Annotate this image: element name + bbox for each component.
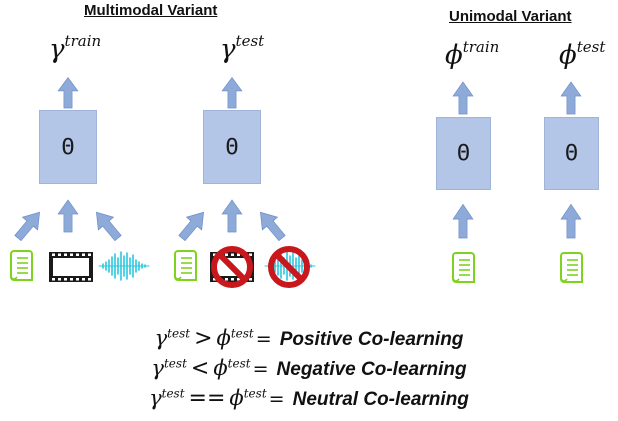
document-icon <box>560 252 583 283</box>
phi-test-output: ϕtest <box>559 38 606 71</box>
up-arrow-icon <box>88 205 126 245</box>
up-arrow-icon <box>560 81 582 115</box>
up-arrow-icon <box>221 199 243 233</box>
legend-positive: γtest>ϕtest= Positive Co-learning <box>154 326 464 351</box>
document-icon <box>10 250 33 281</box>
legend-negative: γtest<ϕtest= Negative Co-learning <box>151 356 467 381</box>
film-strip-icon <box>49 252 93 282</box>
theta-model-box-unimodal-train: Θ <box>436 117 491 190</box>
up-arrow-icon <box>252 205 290 245</box>
multimodal-heading: Multimodal Variant <box>84 2 218 19</box>
legend-neutral: γtest==ϕtest= Neutral Co-learning <box>149 386 469 411</box>
gamma-train-output: γtrain <box>49 32 102 65</box>
theta-model-box-multimodal-train: Θ <box>39 110 97 184</box>
up-arrow-icon <box>10 205 48 245</box>
unimodal-heading: Unimodal Variant <box>449 8 572 25</box>
up-arrow-icon <box>452 203 474 239</box>
up-arrow-icon <box>57 199 79 233</box>
theta-model-box-unimodal-test: Θ <box>544 117 599 190</box>
phi-train-output: ϕtrain <box>445 38 500 71</box>
up-arrow-icon <box>174 205 212 245</box>
theta-model-box-multimodal-test: Θ <box>203 110 261 184</box>
document-icon <box>452 252 475 283</box>
up-arrow-icon <box>560 203 582 239</box>
up-arrow-icon <box>221 77 243 109</box>
audio-wave-icon <box>98 251 150 281</box>
document-icon <box>174 250 197 281</box>
up-arrow-icon <box>452 81 474 115</box>
up-arrow-icon <box>57 77 79 109</box>
gamma-test-output: γtest <box>220 32 265 65</box>
